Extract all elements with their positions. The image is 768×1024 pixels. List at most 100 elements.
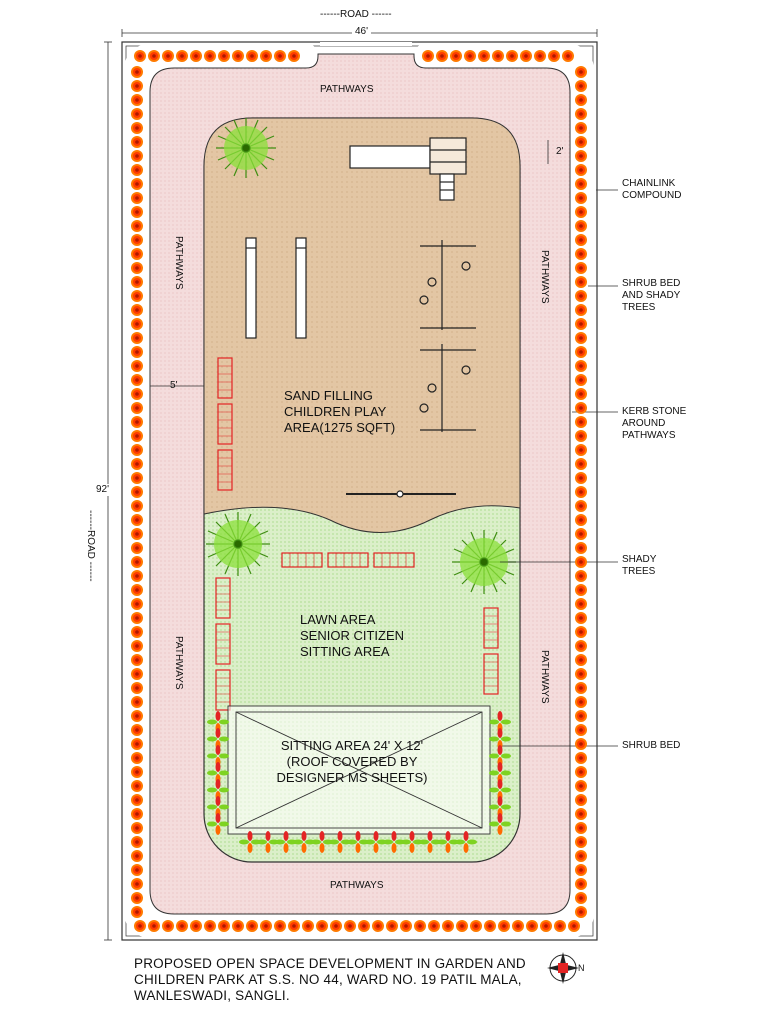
flower-shrub-icon [207,813,229,835]
shrub-icon [131,444,143,456]
shrub-icon [131,528,143,540]
shrub-icon [442,920,454,932]
shrub-icon [575,766,587,778]
top-road-label: ------ROAD ------ [320,9,392,20]
shrub-icon [478,50,490,62]
shrub-icon [162,50,174,62]
shrub-icon [575,192,587,204]
shrub-icon [131,822,143,834]
shrub-icon [575,150,587,162]
benches [215,357,499,711]
shrub-icon [176,920,188,932]
shrub-icon [148,50,160,62]
shrub-icon [131,724,143,736]
legend-chainlink: CHAINLINK COMPOUND [622,178,682,201]
shrub-icon [131,836,143,848]
shrub-icon [131,192,143,204]
shrub-icon [131,388,143,400]
shrub-icon [131,276,143,288]
shrub-icon [548,50,560,62]
shrub-icon [456,920,468,932]
flower-shrub-icon [419,831,441,853]
shrub-icon [131,584,143,596]
shrub-icon [575,402,587,414]
flower-shrub-icon [207,745,229,767]
shrub-icon [575,794,587,806]
shrub-icon [131,122,143,134]
shrub-icon [575,514,587,526]
shrub-icon [575,276,587,288]
shrub-icon [131,598,143,610]
shrub-icon [190,50,202,62]
shrub-icon [372,920,384,932]
flower-shrub-icon [489,813,511,835]
shrub-icon [288,50,300,62]
shrub-icon [575,486,587,498]
shrub-icon [575,822,587,834]
shrub-icon [131,878,143,890]
play-area-label: SAND FILLING CHILDREN PLAY AREA(1275 SQF… [284,388,396,435]
shrub-icon [131,794,143,806]
shrub-icon [575,892,587,904]
shrub-icon [520,50,532,62]
shrub-icon [131,66,143,78]
path-width-label: 5' [170,380,178,391]
pathway-label-right-upper: PATHWAYS [539,250,550,304]
shrub-icon [260,920,272,932]
shrub-beds [131,50,587,932]
shrub-icon [575,444,587,456]
shrub-icon [575,612,587,624]
shrub-icon [131,500,143,512]
shrub-icon [131,416,143,428]
shrub-icon [575,696,587,708]
shrub-icon [575,640,587,652]
shrub-icon [575,164,587,176]
shrub-icon [575,248,587,260]
shrub-icon [131,164,143,176]
shrub-icon [131,654,143,666]
shrub-icon [218,50,230,62]
shrub-icon [218,920,230,932]
shrub-icon [131,220,143,232]
shrub-icon [131,850,143,862]
shrub-icon [131,556,143,568]
shrub-icon [131,304,143,316]
shrub-icon [131,150,143,162]
shrub-icon [422,50,434,62]
shrub-icon [162,920,174,932]
shrub-icon [575,584,587,596]
shrub-icon [575,332,587,344]
shrub-icon [344,920,356,932]
shrub-icon [575,556,587,568]
shrub-icon [575,738,587,750]
shrub-icon [575,178,587,190]
shrub-icon [575,878,587,890]
flower-shrub-icon [257,831,279,853]
shrub-icon [492,50,504,62]
pathway-label-left-upper: PATHWAYS [173,236,184,290]
shrub-icon [131,808,143,820]
shrub-icon [131,892,143,904]
shrub-icon [131,514,143,526]
drawing-title: PROPOSED OPEN SPACE DEVELOPMENT IN GARDE… [134,956,526,1003]
shrub-icon [131,668,143,680]
pathway-label-bottom: PATHWAYS [330,880,384,891]
pathway-label-top: PATHWAYS [320,84,374,95]
shrub-icon [512,920,524,932]
shrub-icon [575,416,587,428]
shrub-icon [526,920,538,932]
shrub-icon [131,318,143,330]
flower-shrub-icon [489,745,511,767]
shrub-icon [131,346,143,358]
play-equipment [245,137,476,498]
shrub-icon [575,682,587,694]
flower-shrub-icon [311,831,333,853]
shrub-icon [131,640,143,652]
shrub-icon [358,920,370,932]
shrub-icon [134,50,146,62]
shrub-icon [131,80,143,92]
shrub-icon [575,780,587,792]
shrub-icon [575,864,587,876]
shrub-icon [131,612,143,624]
shrub-icon [274,920,286,932]
